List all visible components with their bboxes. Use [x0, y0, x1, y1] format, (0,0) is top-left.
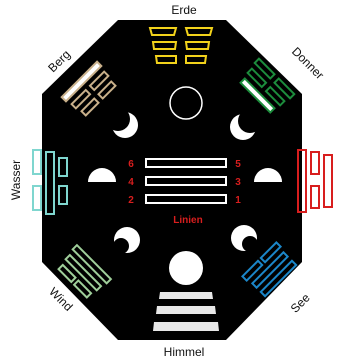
- number-4: 4: [128, 177, 134, 188]
- label-donner: Donner: [289, 44, 327, 82]
- trigram-feuer: [298, 150, 332, 212]
- number-3: 3: [235, 177, 241, 188]
- line-numbers-left: 6 4 2: [128, 159, 134, 206]
- trigram-himmel: [153, 292, 219, 331]
- label-wasser: Wasser: [9, 160, 23, 200]
- number-1: 1: [235, 195, 241, 206]
- number-6: 6: [128, 159, 134, 170]
- number-5: 5: [235, 159, 241, 170]
- center-caption: Linien: [173, 215, 202, 226]
- label-see: See: [288, 290, 313, 315]
- line-numbers-right: 5 3 1: [235, 159, 241, 206]
- circle-himmel: [169, 251, 203, 285]
- label-erde: Erde: [171, 3, 197, 17]
- number-2: 2: [128, 195, 134, 206]
- label-himmel: Himmel: [164, 345, 205, 359]
